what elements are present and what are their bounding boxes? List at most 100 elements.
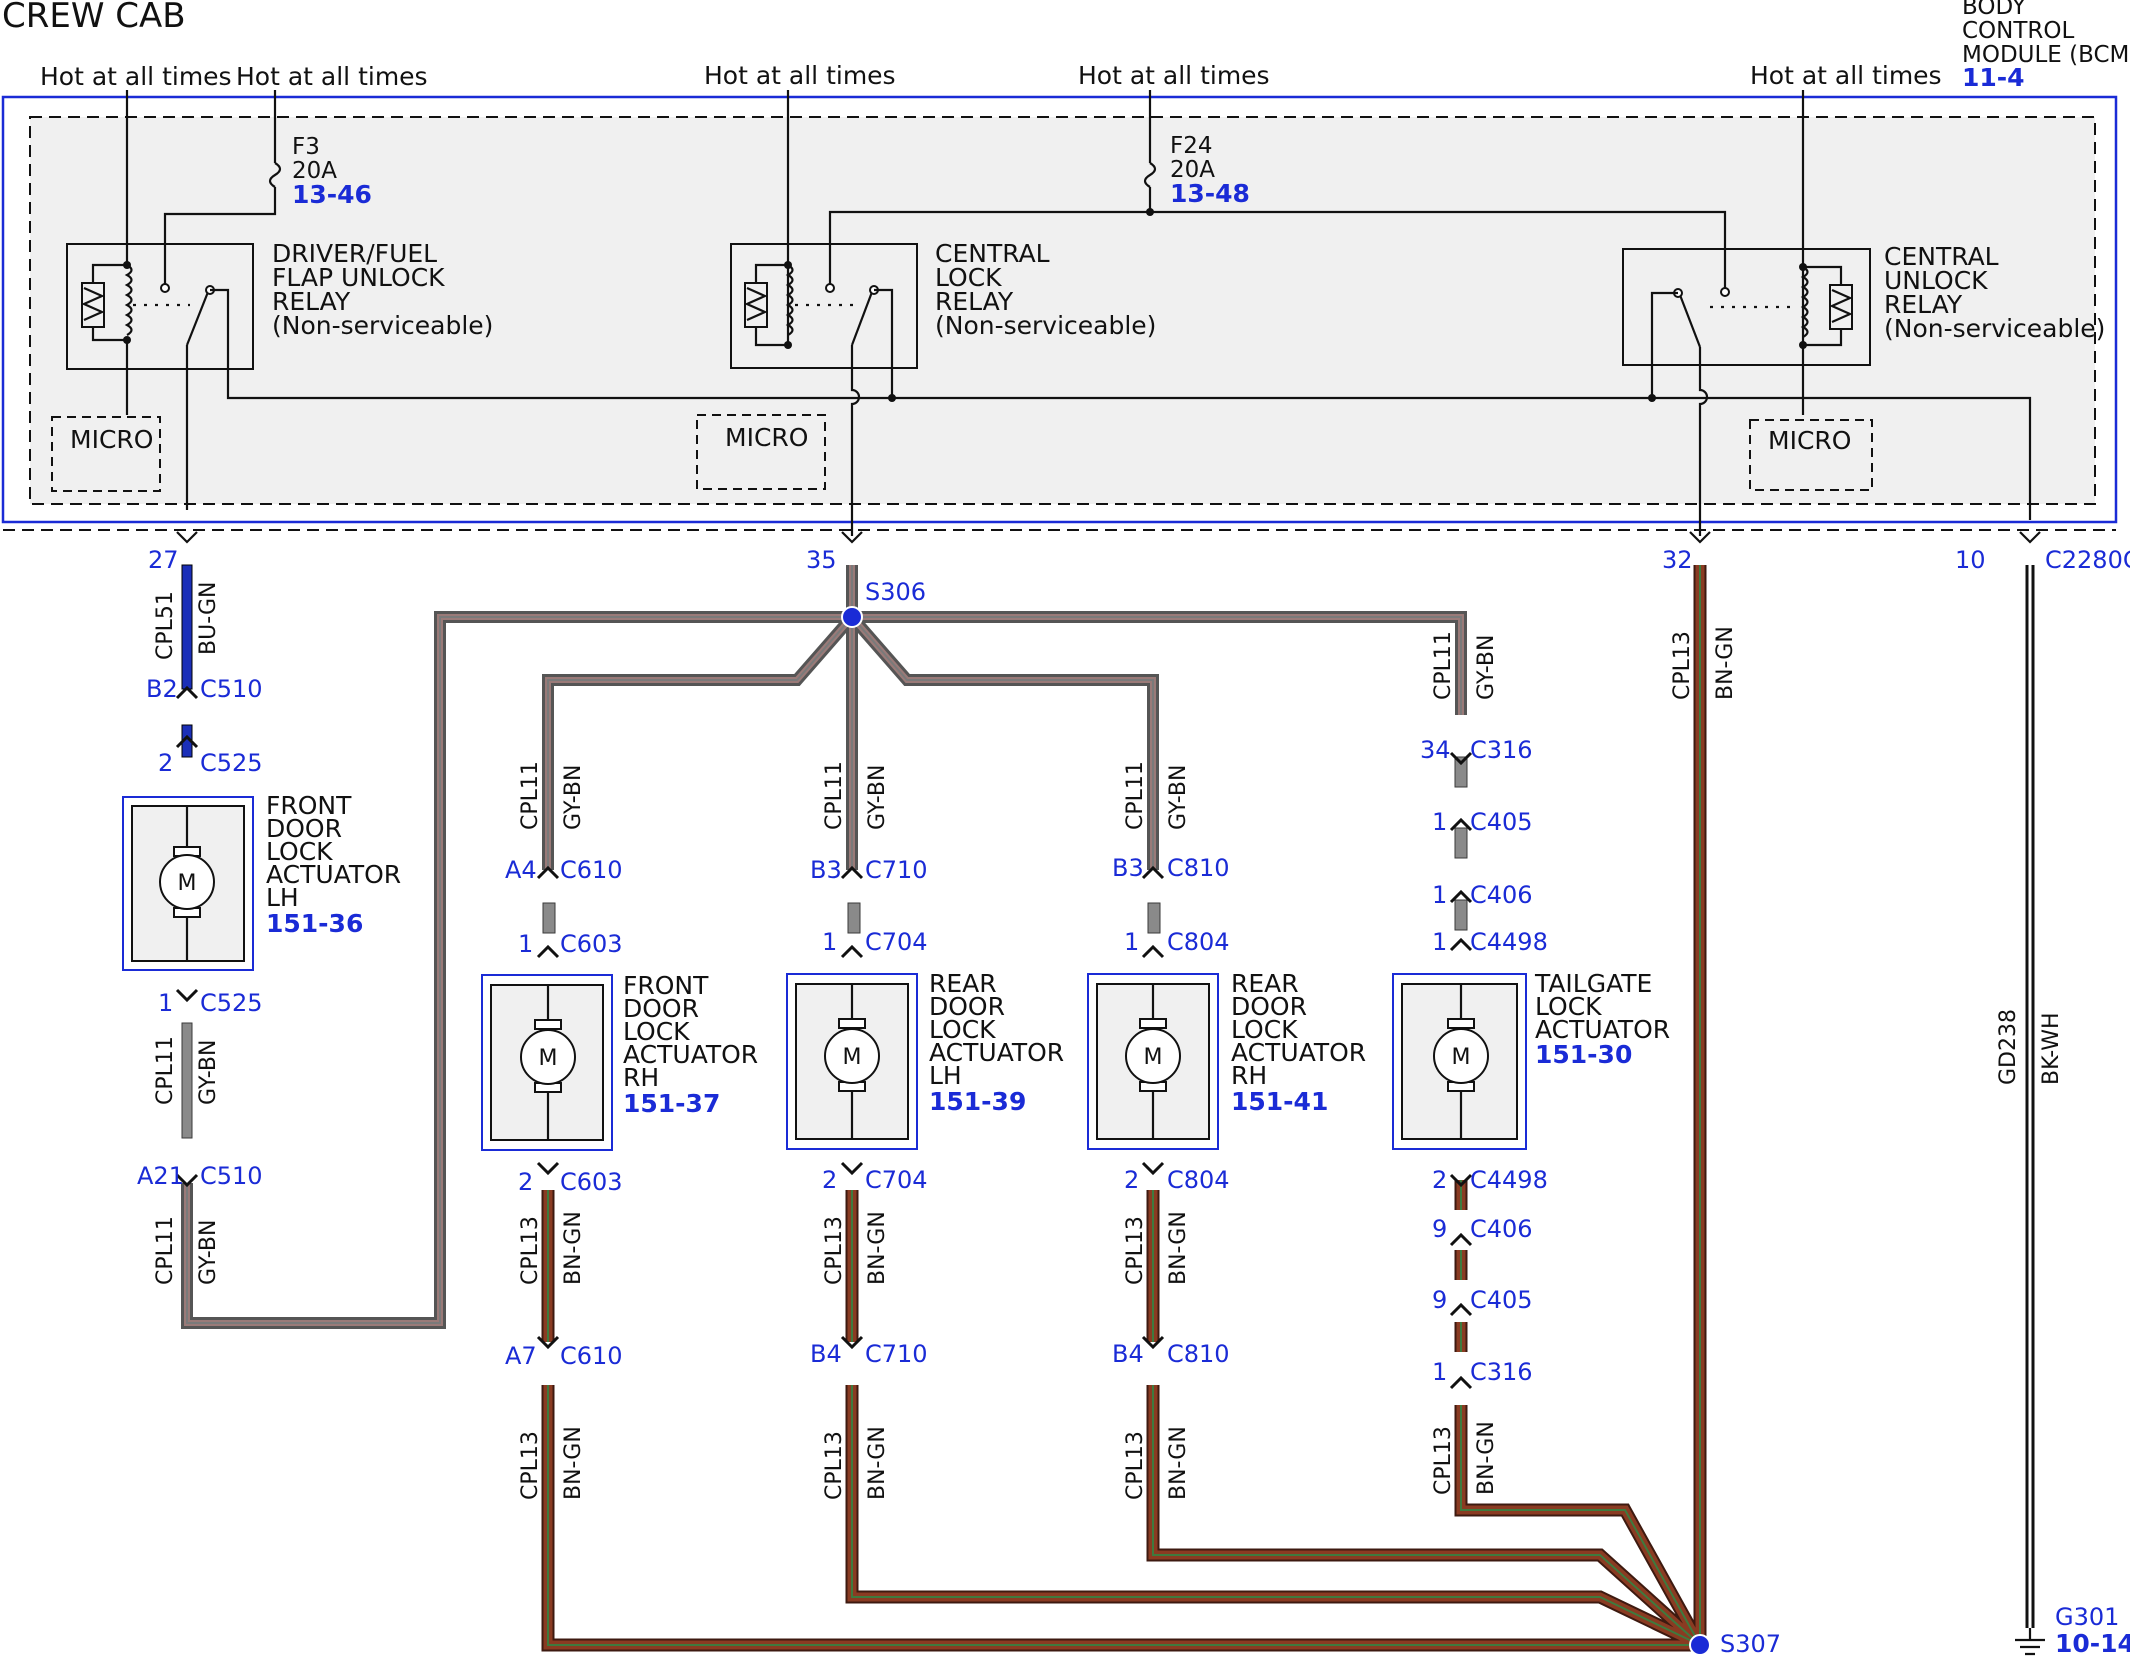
actuator-lh-ref[interactable]: 151-36 [266,909,363,938]
conn-c804-2-name: C804 [1167,1166,1230,1194]
wl-cpl13-rrh2: CPL13 [1123,1431,1148,1500]
conn-c603-2-name: C603 [560,1168,623,1196]
wl-gybn-tg: GY-BN [1474,635,1499,700]
fuse-f24-icon [1143,162,1157,188]
actuator-front-rh[interactable]: M [481,974,613,1151]
relay-3-line-2: UNLOCK [1884,266,1988,295]
svg-text:LOCK: LOCK [929,1015,996,1044]
conn-b2-name: C510 [200,675,263,703]
svg-text:TAILGATE: TAILGATE [1534,969,1652,998]
svg-text:RH: RH [623,1063,659,1092]
wl-cpl11-rlh: CPL11 [822,761,847,830]
conn-c405-9-pin: 9 [1432,1286,1447,1314]
wl-bngn-frh1: BN-GN [561,1211,586,1285]
svg-text:M: M [843,1045,862,1070]
actuator-labels: FRONT DOOR LOCK ACTUATOR LH 151-36 FRONT… [266,791,1670,1118]
svg-text:DOOR: DOOR [266,814,342,843]
bcm-pin-10: 10 [1955,546,1986,574]
conn-c525-2-pin: 2 [158,749,173,777]
svg-text:ACTUATOR: ACTUATOR [929,1038,1064,1067]
micro-box-1 [51,416,161,492]
conn-c4498-2-name: C4498 [1470,1166,1548,1194]
svg-text:M: M [539,1046,558,1071]
wl-gybn-rrh: GY-BN [1166,765,1191,830]
conn-a21-name: C510 [200,1162,263,1190]
wl-bngn-rlh1: BN-GN [865,1211,890,1285]
wl-gybn-frh: GY-BN [561,765,586,830]
actuator-rrh-ref[interactable]: 151-41 [1231,1087,1328,1116]
wl-bngn-rrh2: BN-GN [1166,1426,1191,1500]
ground-ref[interactable]: 10-14 [2055,1629,2130,1658]
splice-s306[interactable] [841,606,863,628]
micro-label-3: MICRO [1768,426,1851,455]
wl-cpl13-rlh1: CPL13 [822,1216,847,1285]
wl-cpl11-tg: CPL11 [1431,631,1456,700]
fuse-f24-id: F24 [1170,133,1213,159]
conn-c603-1-name: C603 [560,930,623,958]
conn-c406-9-pin: 9 [1432,1215,1447,1243]
bcm-pin-27: 27 [148,546,179,574]
actuator-rear-rh[interactable]: M [1087,973,1219,1150]
conn-c525-2-name: C525 [200,749,263,777]
conn-a21-pin: A21 [137,1162,184,1190]
conn-c316-1-name: C316 [1470,1358,1533,1386]
actuator-tg-ref[interactable]: 151-30 [1535,1040,1632,1069]
wl-bngn-rlh2: BN-GN [865,1426,890,1500]
wl-cpl13-tg: CPL13 [1431,1426,1456,1495]
bcm-pin-32: 32 [1662,546,1693,574]
relay-1-line-1: DRIVER/FUEL [272,239,437,268]
hot-label-2: Hot at all times [236,62,428,91]
actuator-rear-lh[interactable]: M [786,973,918,1150]
wl-bngn-rrh1: BN-GN [1166,1211,1191,1285]
svg-text:REAR: REAR [929,969,997,998]
svg-text:ACTUATOR: ACTUATOR [266,860,401,889]
wl-cpl13-rlh2: CPL13 [822,1431,847,1500]
relay-1-line-4: (Non-serviceable) [272,311,493,340]
conn-c704-1-pin: 1 [822,928,837,956]
fuse-f24-ref[interactable]: 13-48 [1170,179,1250,208]
micro-box-2 [696,414,826,490]
conn-c405-1-name: C405 [1470,808,1533,836]
svg-text:REAR: REAR [1231,969,1299,998]
svg-text:ACTUATOR: ACTUATOR [1535,1015,1670,1044]
motor-icon [520,1029,576,1085]
module-ref[interactable]: 11-4 [1962,63,2025,92]
svg-text:FRONT: FRONT [266,791,352,820]
actuator-frh-ref[interactable]: 151-37 [623,1089,720,1118]
fuse-f3-rating: 20A [292,158,337,184]
bcm-pin-35: 35 [806,546,837,574]
wl-cpl11-rrh: CPL11 [1123,761,1148,830]
connector-arrows [175,685,1473,1390]
svg-text:DOOR: DOOR [623,994,699,1023]
actuator-front-lh[interactable]: M [122,796,254,971]
conn-b4-c710-pin: B4 [810,1340,842,1368]
conn-c704-2-name: C704 [865,1166,928,1194]
fuse-f3-ref[interactable]: 13-46 [292,180,372,209]
conn-c603-1-pin: 1 [518,930,533,958]
fuse-f3-id: F3 [292,134,320,160]
actuator-rlh-ref[interactable]: 151-39 [929,1087,1026,1116]
conn-c525-1-name: C525 [200,989,263,1017]
relay-3-line-4: (Non-serviceable) [1884,314,2105,343]
harness [181,564,2035,1652]
wl-cpl11-lh2: CPL11 [153,1216,178,1285]
wl-cpl13-rrh1: CPL13 [1123,1216,1148,1285]
conn-c804-1-pin: 1 [1124,928,1139,956]
splice-s307[interactable] [1689,1634,1711,1656]
wl-bkwh: BK-WH [2039,1012,2064,1085]
wire-gd238 [2025,565,2035,1628]
conn-b3-c710-pin: B3 [810,856,842,884]
svg-text:LOCK: LOCK [623,1017,690,1046]
conn-a7-name: C610 [560,1342,623,1370]
fuse-f3-icon [268,162,282,188]
hot-label-4: Hot at all times [1078,61,1270,90]
conn-c525-1-pin: 1 [158,989,173,1017]
wl-bngn-tg: BN-GN [1474,1421,1499,1495]
actuator-tailgate[interactable]: M [1392,973,1527,1150]
ground-icon [2015,1628,2045,1656]
hot-label-3: Hot at all times [704,61,896,90]
conn-c406-9-name: C406 [1470,1215,1533,1243]
conn-c4498-2-pin: 2 [1432,1166,1447,1194]
svg-text:LOCK: LOCK [1231,1015,1298,1044]
motor-icon [824,1028,880,1084]
